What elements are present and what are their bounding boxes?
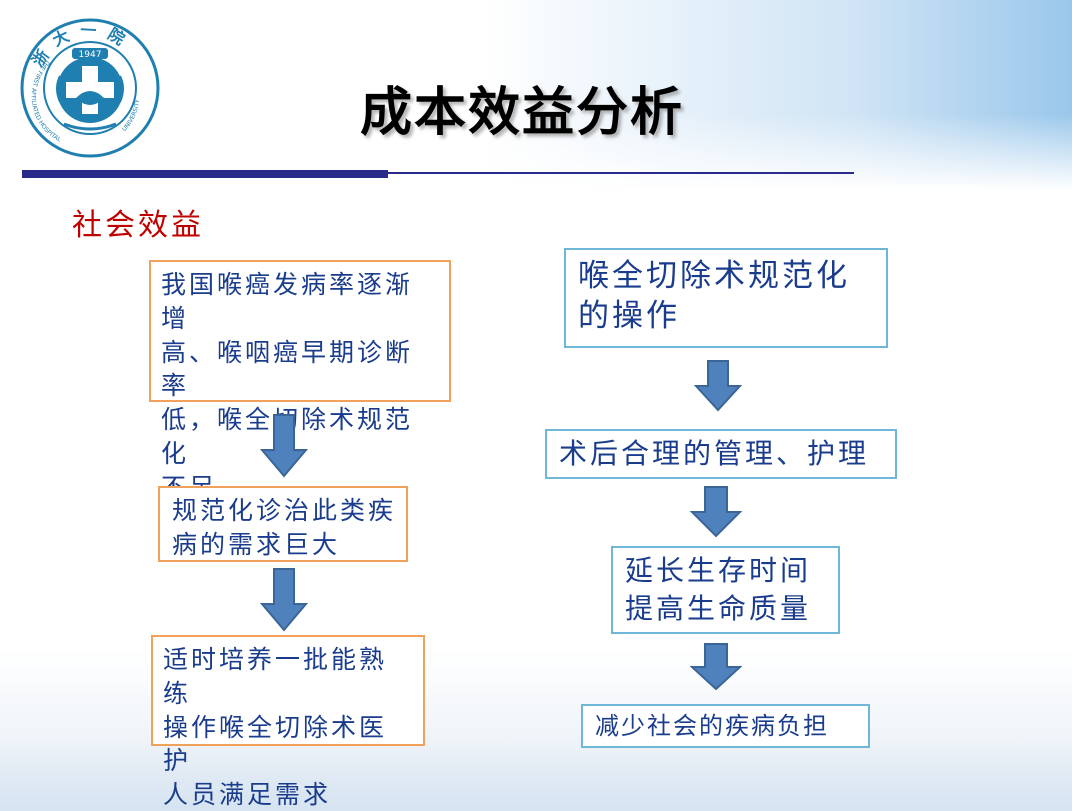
box-line: 延长生存时间 — [625, 554, 812, 587]
down-arrow-icon — [690, 643, 742, 691]
right-box-survival: 延长生存时间 提高生命质量 — [611, 546, 840, 634]
box-line: 术后合理的管理、护理 — [559, 437, 870, 470]
box-line: 提高生命质量 — [625, 592, 812, 625]
box-line: 适时培养一批能熟练 — [163, 645, 388, 708]
box-line: 规范化诊治此类疾 — [172, 496, 397, 525]
box-line: 的操作 — [578, 298, 680, 335]
box-line: 我国喉癌发病率逐渐增 — [161, 270, 414, 333]
box-line: 人员满足需求 — [163, 780, 332, 809]
header-fade — [0, 0, 1072, 190]
down-arrow-icon — [690, 486, 742, 538]
slide-title: 成本效益分析 — [360, 83, 685, 143]
hospital-seal-logo-icon: 1947 浙大一院 THE FIRST AFFILIATED HOSPITAL … — [20, 18, 160, 158]
right-box-social-burden: 减少社会的疾病负担 — [581, 704, 870, 748]
down-arrow-icon — [260, 568, 308, 632]
box-line: 操作喉全切除术医护 — [163, 712, 388, 776]
box-line: 喉全切除术规范化 — [578, 258, 850, 294]
left-box-demand: 规范化诊治此类疾 病的需求巨大 — [158, 486, 408, 562]
logo-year: 1947 — [79, 50, 102, 60]
down-arrow-icon — [694, 360, 742, 412]
box-line: 减少社会的疾病负担 — [595, 712, 829, 740]
box-line: 高、喉咽癌早期诊断率 — [161, 337, 414, 401]
left-box-problem: 我国喉癌发病率逐渐增 高、喉咽癌早期诊断率 低，喉全切除术规范化 不足 — [149, 260, 451, 502]
box-line: 病的需求巨大 — [172, 529, 341, 559]
title-rule-thin — [388, 172, 854, 174]
footer-background — [0, 741, 1072, 811]
right-box-postop-care: 术后合理的管理、护理 — [545, 429, 897, 479]
down-arrow-icon — [260, 414, 308, 478]
left-box-solution: 适时培养一批能熟练 操作喉全切除术医护 人员满足需求 — [151, 635, 425, 809]
right-box-standard-operation: 喉全切除术规范化 的操作 — [564, 248, 888, 348]
title-rule-thick — [22, 170, 388, 178]
section-label: 社会效益 — [72, 208, 204, 243]
